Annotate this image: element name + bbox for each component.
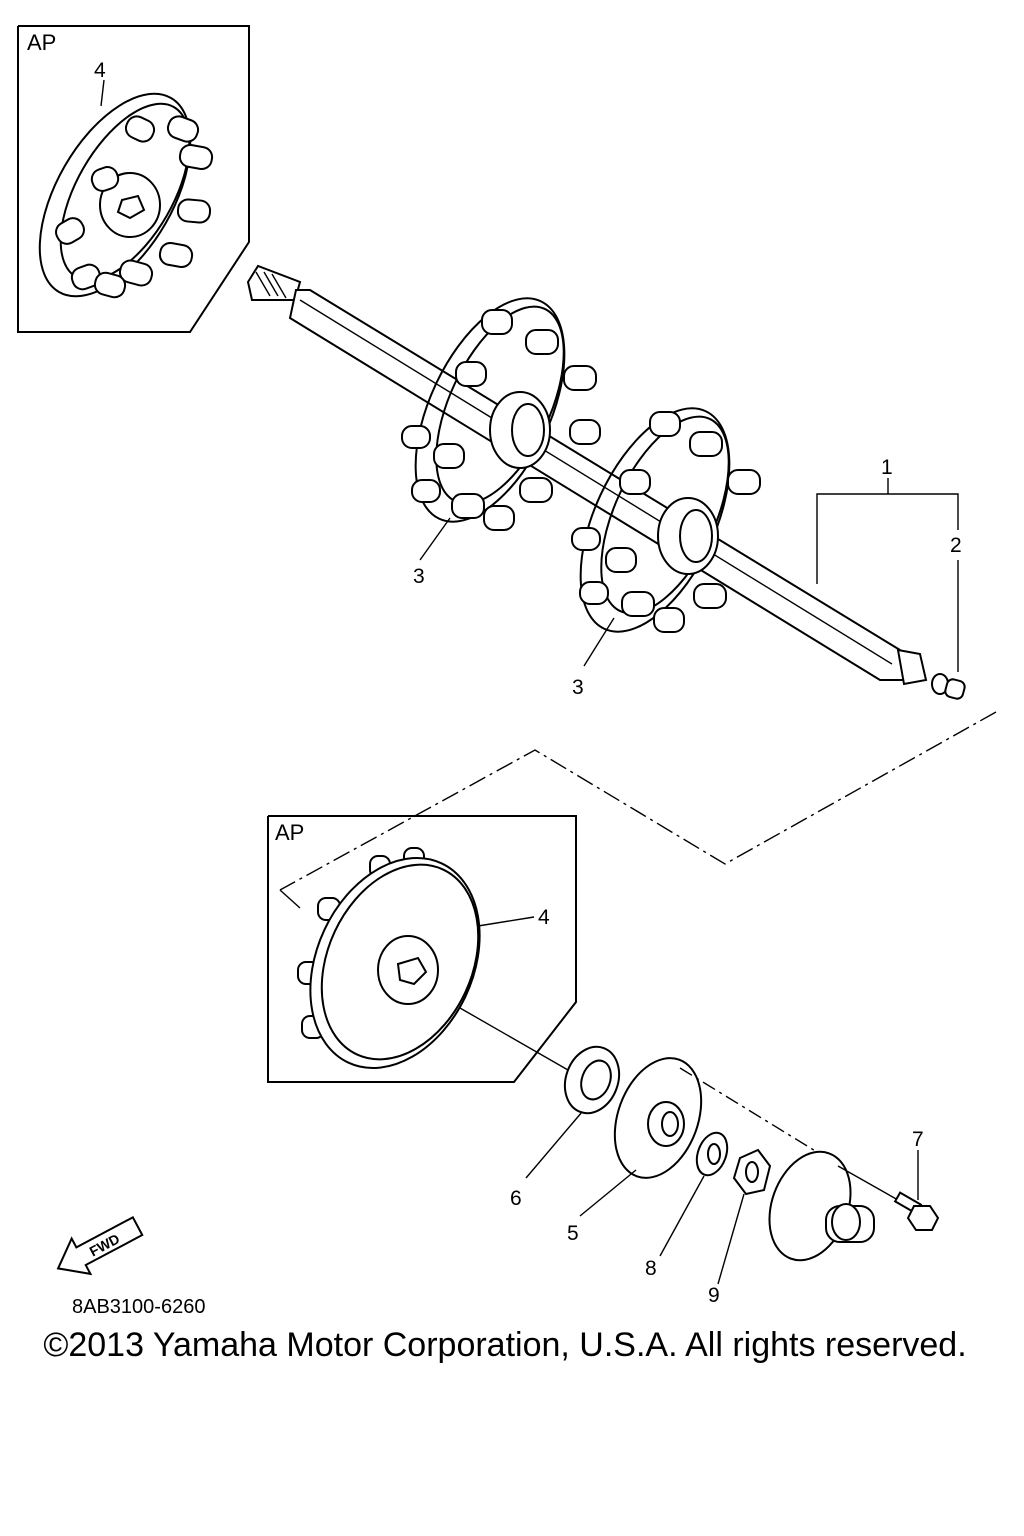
bearing — [563, 1045, 621, 1115]
leader-4b — [477, 916, 535, 927]
assembly-link-line — [279, 711, 997, 891]
callout-9: 9 — [708, 1284, 720, 1307]
sprocket-b — [571, 407, 761, 633]
nut — [732, 1148, 772, 1196]
bolt — [893, 1191, 940, 1231]
callout-4-top: 4 — [94, 59, 106, 82]
assembly-bracket — [816, 478, 959, 672]
callout-7: 7 — [912, 1128, 924, 1151]
callout-5: 5 — [567, 1222, 579, 1245]
inset-box-top — [17, 25, 250, 333]
callout-4-bottom: 4 — [538, 906, 550, 929]
inset-box-bottom — [267, 815, 577, 1083]
drawing-code: 8AB3100-6260 — [72, 1296, 206, 1318]
sprocket-wheel-bottom-inset — [297, 847, 481, 1070]
copyright-notice: ©2013 Yamaha Motor Corporation, U.S.A. A… — [43, 1326, 967, 1364]
idler-hub — [768, 1150, 875, 1262]
sprocket-wheel-top-inset — [38, 92, 214, 299]
bolt-axis-line — [837, 1165, 899, 1201]
assembly-axis-line — [459, 1007, 569, 1071]
leader-9 — [717, 1193, 745, 1285]
leader-5 — [579, 1169, 637, 1217]
callout-6: 6 — [510, 1187, 522, 1210]
callout-3-right: 3 — [572, 676, 584, 699]
leader-6 — [525, 1111, 583, 1179]
fwd-arrow-icon: FWD — [56, 1215, 144, 1276]
flange-plate — [613, 1057, 703, 1179]
leader-inset-link — [279, 889, 301, 909]
hub-axis-line — [679, 1067, 831, 1161]
leader-8 — [659, 1175, 705, 1257]
leader-3a — [419, 517, 451, 561]
inset-bottom-label: AP — [275, 820, 304, 845]
callout-2: 2 — [950, 534, 962, 557]
leader-4a — [100, 79, 105, 107]
shaft-end-cap — [931, 673, 966, 700]
leader-3b — [583, 617, 615, 667]
callout-8: 8 — [645, 1257, 657, 1280]
callout-1: 1 — [881, 456, 893, 479]
callout-3-left: 3 — [413, 565, 425, 588]
inset-top-label: AP — [27, 30, 56, 55]
drive-shaft — [246, 264, 928, 686]
sprocket-a — [401, 297, 601, 531]
washer — [695, 1131, 729, 1177]
